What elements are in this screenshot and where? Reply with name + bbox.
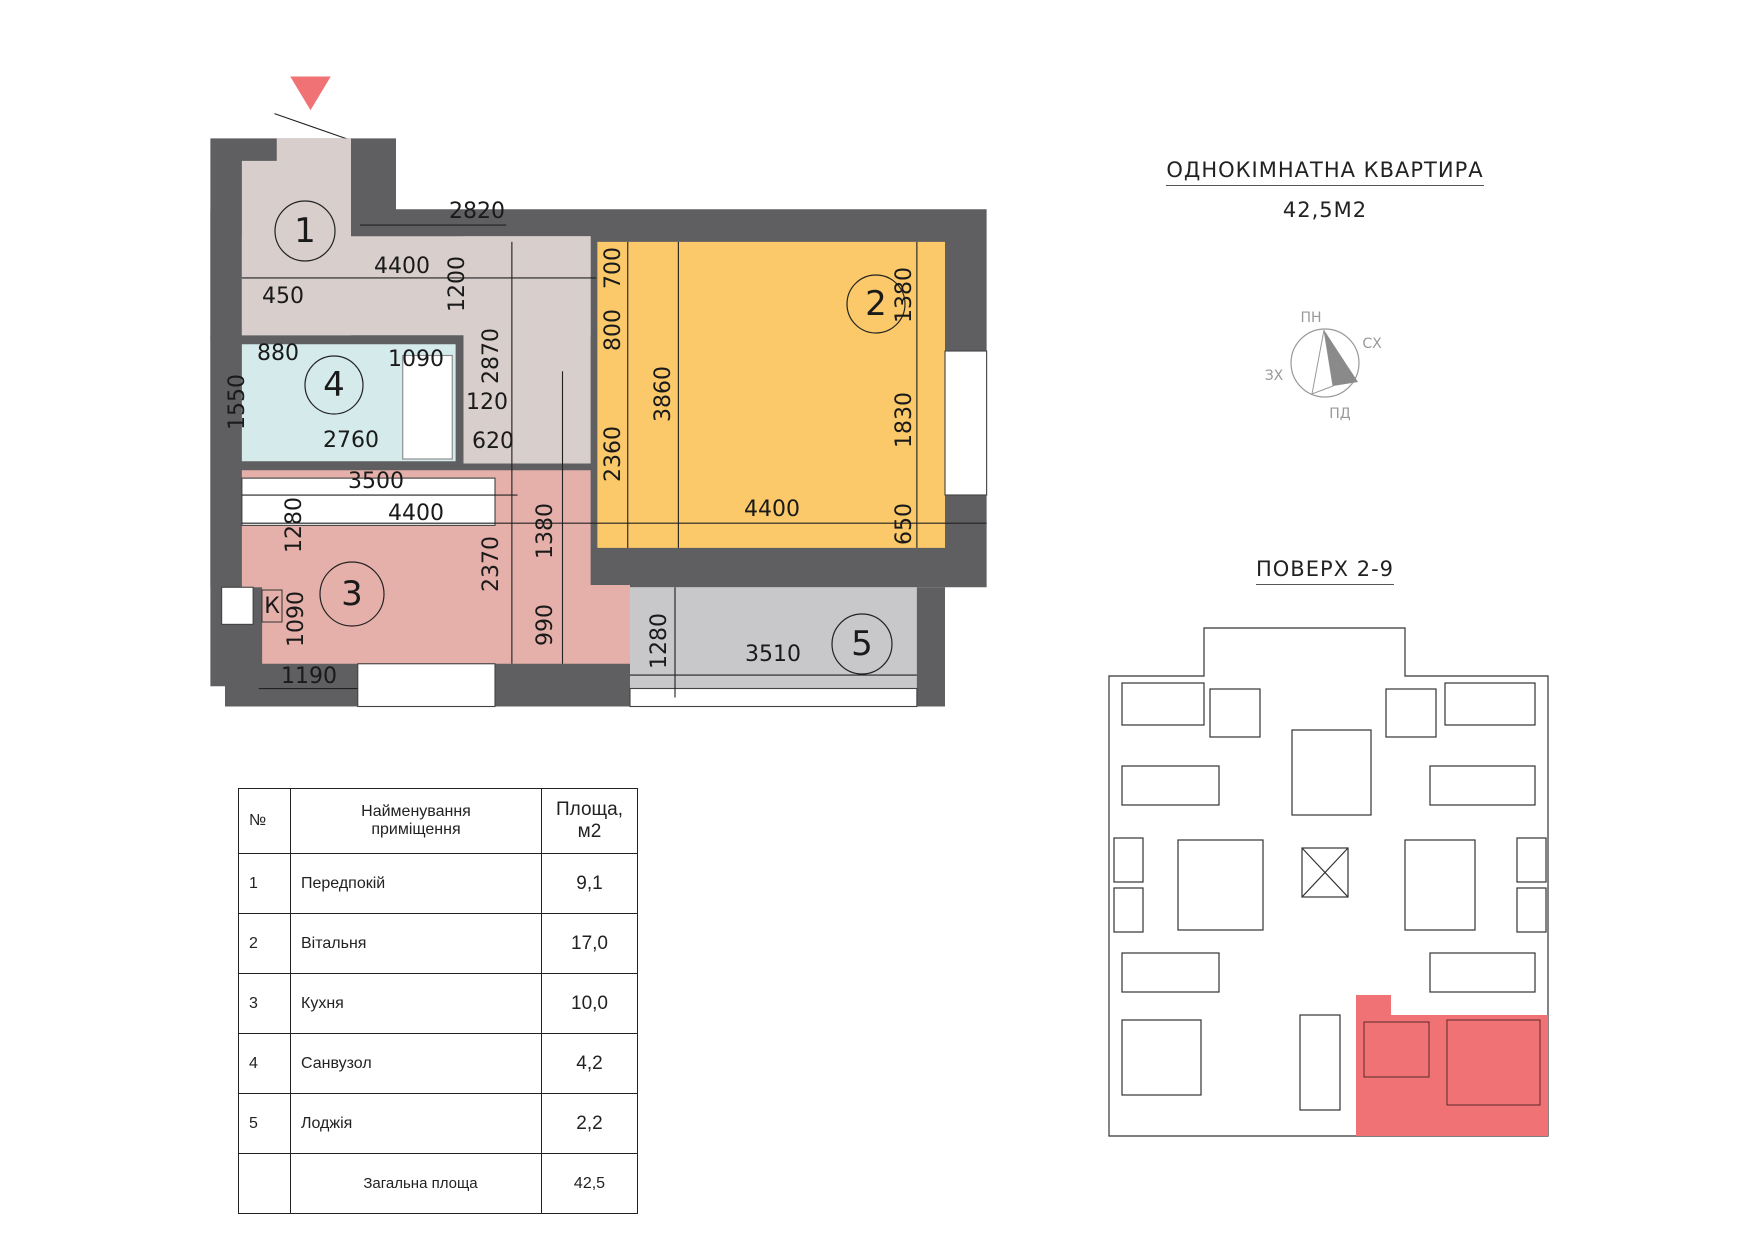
cell-name: Лоджія <box>290 1093 542 1154</box>
cell-area: 17,0 <box>541 913 638 974</box>
kitchen-mark: К <box>264 594 280 619</box>
col-area: Площа, м2 <box>541 788 638 854</box>
cell-number: 2 <box>238 913 291 974</box>
cell-number: 1 <box>238 853 291 914</box>
cell-area: 4,2 <box>541 1033 638 1094</box>
cell-name: Передпокій <box>290 853 542 914</box>
cell-name: Вітальня <box>290 913 542 974</box>
dim-label: 1090 <box>388 347 444 372</box>
room-hall <box>241 138 591 464</box>
cell-area: 2,2 <box>541 1093 638 1154</box>
dim-label: 700 <box>601 247 626 289</box>
room-number-4: 4 <box>323 365 345 405</box>
page-title: ОДНОКІМНАТНА КВАРТИРА <box>1100 158 1550 186</box>
dim-label: 2370 <box>479 536 504 592</box>
dim-label: 2820 <box>449 199 505 224</box>
dim-label: 650 <box>892 503 917 545</box>
cell-number: 3 <box>238 973 291 1034</box>
room-loggia <box>630 587 917 689</box>
dim-label: 4400 <box>388 501 444 526</box>
room-number-3: 3 <box>341 574 363 614</box>
room-number-5: 5 <box>851 624 873 664</box>
window <box>944 350 988 496</box>
total-label: Загальна площа <box>290 1153 542 1214</box>
dim-label: 1280 <box>647 613 672 669</box>
table-header: № Найменування приміщення Площа, м2 <box>238 788 638 854</box>
dim-label: 3510 <box>745 642 801 667</box>
compass-icon: ПН СХ ЗХ ПД <box>1265 310 1382 422</box>
entrance-arrow-icon <box>290 76 331 111</box>
dim-label: 1550 <box>225 374 250 430</box>
dim-label: 1200 <box>445 256 470 312</box>
dim-label: 880 <box>257 341 299 366</box>
dim-label: 4400 <box>374 254 430 279</box>
cell-empty <box>238 1153 291 1214</box>
room-number-2: 2 <box>865 284 887 324</box>
dim-label: 800 <box>601 309 626 351</box>
dim-label: 1380 <box>892 267 917 323</box>
cell-number: 4 <box>238 1033 291 1094</box>
apartment-type: ОДНОКІМНАТНА КВАРТИРА <box>1166 158 1484 186</box>
dim-label: 3500 <box>348 469 404 494</box>
total-value: 42,5 <box>541 1153 638 1214</box>
dim-label: 2360 <box>601 426 626 482</box>
floor-label: ПОВЕРХ 2-9 <box>1200 557 1450 585</box>
dim-label: 2760 <box>323 428 379 453</box>
compass-west: ЗХ <box>1265 368 1284 384</box>
dim-label: 1280 <box>282 497 307 553</box>
cell-area: 10,0 <box>541 973 638 1034</box>
col-name: Найменування приміщення <box>290 788 542 854</box>
compass-east: СХ <box>1362 336 1382 352</box>
dim-label: 1830 <box>892 392 917 448</box>
dim-label: 4400 <box>744 497 800 522</box>
apartment-highlight <box>1356 995 1548 1136</box>
compass-north: ПН <box>1300 310 1321 326</box>
dim-label: 1190 <box>281 664 337 689</box>
dim-label: 990 <box>533 604 558 646</box>
floor-range: ПОВЕРХ 2-9 <box>1255 557 1395 585</box>
apartment-area: 42,5М2 <box>1282 198 1368 222</box>
dimensions: 2820 4400 450 1200 2870 880 1090 1550 12… <box>225 199 917 689</box>
cell-area: 9,1 <box>541 853 638 914</box>
dim-label: 620 <box>472 429 514 454</box>
dim-label: 1090 <box>284 591 309 647</box>
cell-number: 5 <box>238 1093 291 1154</box>
room-number-1: 1 <box>294 211 316 251</box>
cell-name: Кухня <box>290 973 542 1034</box>
dim-label: 2870 <box>479 328 504 384</box>
dim-label: 450 <box>262 284 304 309</box>
compass-south: ПД <box>1329 406 1351 422</box>
building-floor-plan <box>1108 627 1549 1137</box>
dim-label: 1380 <box>533 503 558 559</box>
cell-name: Санвузол <box>290 1033 542 1094</box>
dim-label: 120 <box>466 390 508 415</box>
dim-label: 3860 <box>651 366 676 422</box>
room-living <box>597 241 945 548</box>
col-number: № <box>238 788 291 854</box>
table-total-row: Загальна площа 42,5 <box>238 1153 638 1214</box>
kitchen-counter <box>241 477 496 526</box>
